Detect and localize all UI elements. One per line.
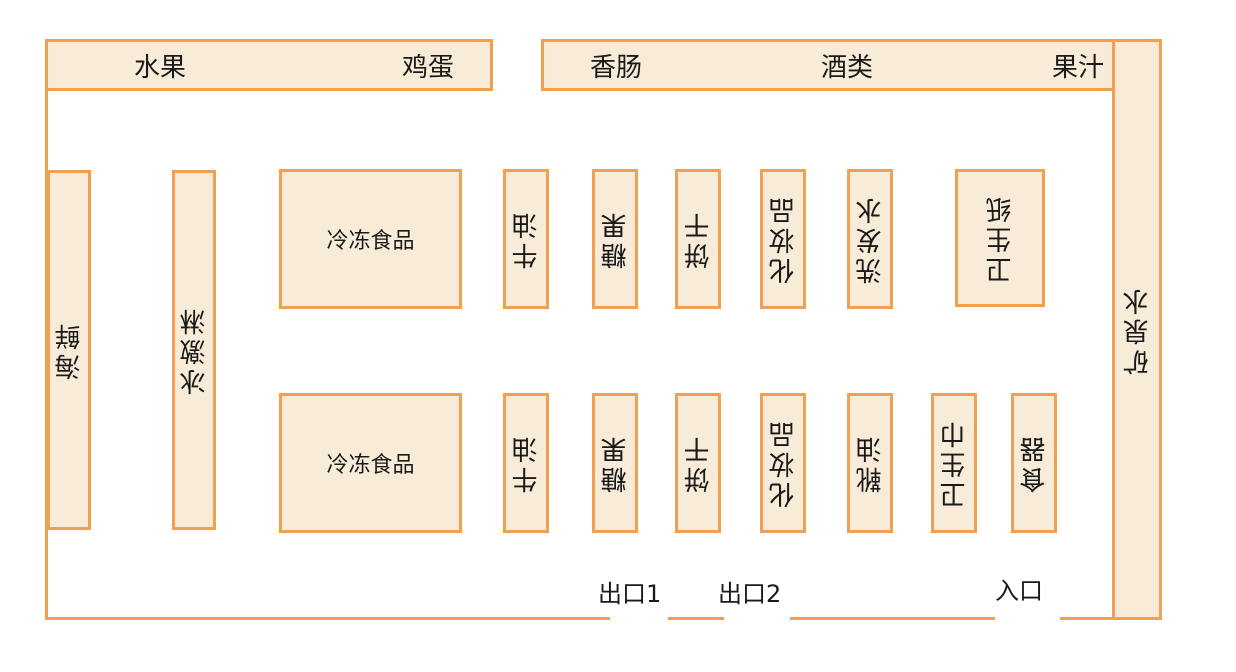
biscuit-lower: 饼干	[675, 393, 721, 533]
frozen-food-lower: 冷冻食品	[279, 393, 462, 533]
cosmetics-lower: 化妆品	[760, 393, 806, 533]
eggs-label: 鸡蛋	[401, 52, 454, 83]
tableware-lower-label: 食器	[1019, 433, 1050, 493]
cosmetics-lower-label: 化妆品	[768, 418, 799, 508]
bottom-wall-segment-4	[1060, 617, 1160, 620]
seafood-label: 海鲜	[54, 320, 85, 380]
fruit-label: 水果	[134, 52, 187, 83]
exit-1-label: 出口1	[598, 580, 662, 608]
butter-upper-label: 牛油	[511, 209, 542, 269]
sausage-label: 香肠	[590, 52, 643, 83]
cosmetics-upper: 化妆品	[760, 169, 806, 309]
butter-lower-label: 牛油	[511, 433, 542, 493]
tableware-lower: 食器	[1011, 393, 1057, 533]
candy-lower-label: 糖果	[600, 433, 631, 493]
frozen-food-upper-label: 冷冻食品	[326, 229, 415, 254]
candy-upper-label: 糖果	[600, 209, 631, 269]
frozen-food-upper: 冷冻食品	[279, 169, 462, 309]
shoe-polish-lower-label: 靴油	[855, 433, 886, 493]
bottom-wall-segment-1	[45, 617, 610, 620]
shoe-polish-lower: 靴油	[847, 393, 893, 533]
candy-upper: 糖果	[592, 169, 638, 309]
icecream-shelf: 冰激淋	[172, 170, 216, 530]
juice-label: 果汁	[1051, 52, 1104, 83]
top-shelf-left: 水果 鸡蛋	[45, 39, 493, 91]
butter-upper: 牛油	[503, 169, 549, 309]
icecream-label: 冰激淋	[179, 305, 210, 395]
sanitary-lower: 卫生巾	[931, 393, 977, 533]
exit-2-label: 出口2	[718, 580, 782, 608]
entrance-label: 入口	[995, 577, 1043, 605]
shampoo-upper: 洗发水	[847, 169, 893, 309]
candy-lower: 糖果	[592, 393, 638, 533]
top-shelf-right: 香肠 酒类 果汁	[541, 39, 1115, 91]
left-wall	[45, 88, 48, 620]
liquor-label: 酒类	[820, 52, 873, 83]
shampoo-upper-label: 洗发水	[855, 194, 886, 284]
tissue-upper-label: 卫生纸	[985, 193, 1016, 283]
bottom-wall-segment-3	[790, 617, 995, 620]
biscuit-upper: 饼干	[675, 169, 721, 309]
mineral-water-label: 矿泉水	[1122, 284, 1153, 375]
biscuit-upper-label: 饼干	[683, 209, 714, 269]
sanitary-lower-label: 卫生巾	[939, 418, 970, 508]
biscuit-lower-label: 饼干	[683, 433, 714, 493]
cosmetics-upper-label: 化妆品	[768, 194, 799, 284]
right-shelf: 矿泉水	[1112, 39, 1162, 620]
tissue-upper: 卫生纸	[955, 169, 1045, 307]
butter-lower: 牛油	[503, 393, 549, 533]
bottom-wall-segment-2	[668, 617, 724, 620]
seafood-shelf: 海鲜	[47, 170, 91, 530]
frozen-food-lower-label: 冷冻食品	[326, 453, 415, 478]
